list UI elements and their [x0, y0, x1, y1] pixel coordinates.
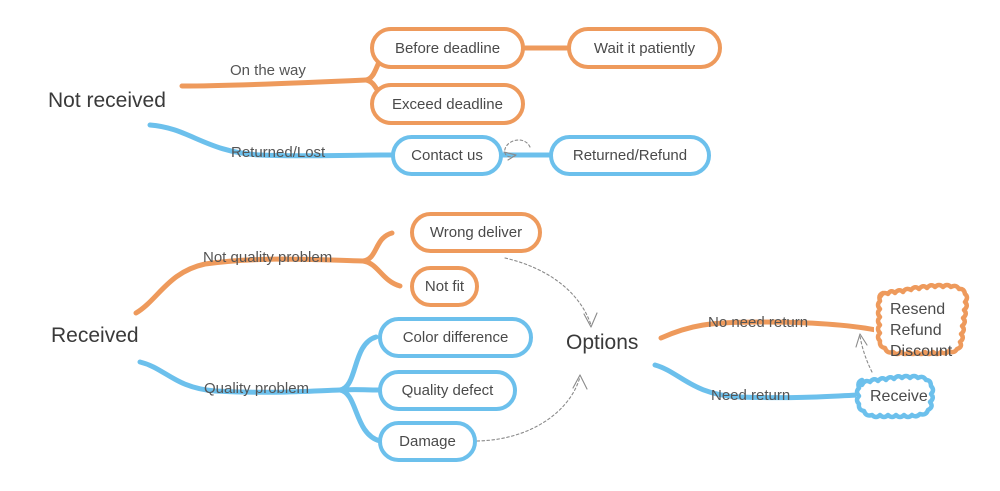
node-damage[interactable]: Damage — [378, 421, 477, 462]
wire-not-quality-problem-not-fit — [360, 258, 403, 289]
node-before-deadline[interactable]: Before deadline — [370, 27, 525, 69]
sketch-border-orange — [875, 282, 970, 357]
hub-options[interactable]: Options — [566, 331, 639, 354]
root-not-received[interactable]: Not received — [48, 89, 166, 112]
cloud-line-resend: Resend — [890, 300, 946, 318]
wire-quality-problem-color-difference — [337, 334, 379, 393]
root-received[interactable]: Received — [51, 324, 139, 347]
node-receive[interactable]: Receive — [854, 373, 958, 420]
node-not-fit[interactable]: Not fit — [410, 266, 479, 307]
branch-label-quality-problem: Quality problem — [204, 380, 310, 397]
node-resend-refund-discount[interactable]: Resend Refund Discount — [874, 282, 994, 373]
wire-options-need-return — [652, 362, 861, 401]
branch-label-need-return: Need return — [711, 387, 791, 404]
wire-not-received-on-the-way — [179, 77, 369, 89]
node-wait-it-patiently[interactable]: Wait it patiently — [567, 27, 722, 69]
wire-received-not-quality-problem — [133, 256, 366, 316]
node-contact-us[interactable]: Contact us — [391, 135, 503, 176]
wire-not-quality-problem-wrong-deliver — [360, 230, 395, 264]
branch-label-returned-lost: Returned/Lost — [231, 144, 326, 161]
wire-options-no-need-return — [658, 319, 879, 341]
node-quality-defect[interactable]: Quality defect — [378, 370, 517, 411]
sketch-border-blue — [854, 373, 936, 420]
wire-not-received-returned-lost — [147, 122, 395, 159]
cloud-line-refund: Refund — [890, 321, 942, 339]
node-color-difference[interactable]: Color difference — [378, 317, 533, 358]
wire-received-quality-problem — [137, 359, 343, 395]
node-wrong-deliver[interactable]: Wrong deliver — [410, 212, 542, 253]
branch-label-on-the-way: On the way — [230, 62, 306, 79]
branch-label-no-need-return: No need return — [708, 314, 809, 331]
flow-arrow-wrong-deliver-to-options — [504, 257, 598, 328]
branch-label-not-quality-problem: Not quality problem — [203, 249, 333, 266]
node-returned-refund[interactable]: Returned/Refund — [549, 135, 711, 176]
feedback-arrow-receive-to-resend — [855, 333, 873, 373]
cloud-line-discount: Discount — [890, 342, 953, 360]
feedback-arrow-returned-refund-to-contact-us — [503, 139, 531, 161]
node-exceed-deadline[interactable]: Exceed deadline — [370, 83, 525, 125]
cloud-line-receive: Receive — [870, 387, 928, 405]
wire-quality-problem-damage — [337, 387, 383, 444]
flow-arrow-damage-to-options — [476, 374, 588, 442]
